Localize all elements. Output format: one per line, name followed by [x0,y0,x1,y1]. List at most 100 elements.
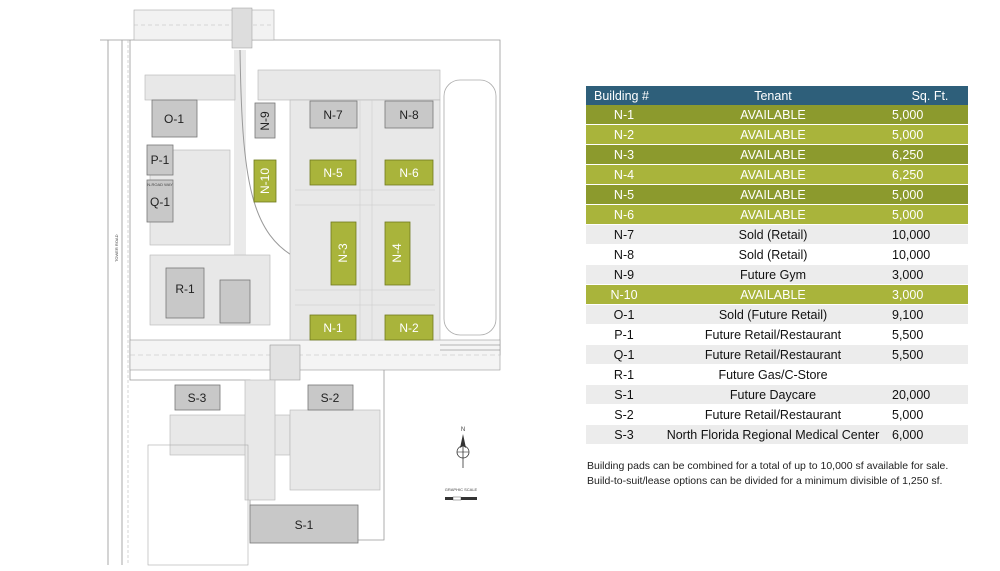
building-n-1: N-1 [309,314,357,341]
cell-sqft [884,364,968,385]
cell-sqft: 3,000 [884,284,968,305]
building-label: N-8 [399,108,419,122]
cell-tenant: AVAILABLE [662,204,884,225]
building-label: N-3 [336,243,350,263]
cell-building: R-1 [586,364,662,385]
building-n-7: N-7 [309,100,358,129]
cell-building: N-1 [586,105,662,125]
cell-building: S-2 [586,404,662,425]
cell-tenant: Future Retail/Restaurant [662,344,884,365]
cell-sqft: 6,250 [884,164,968,185]
building-n-2: N-2 [384,314,434,341]
tower-road-label: TOWER ROAD [114,234,119,262]
cell-tenant: Sold (Retail) [662,224,884,245]
header-sqft: Sq. Ft. [884,86,968,105]
north-arrow-icon: N [456,427,470,468]
building-s-2: S-2 [307,384,354,411]
small-note: N-ROAD WAY [147,182,173,187]
cell-sqft: 5,000 [884,105,968,125]
cell-sqft: 6,250 [884,144,968,165]
cell-sqft: 5,000 [884,184,968,205]
building-label: Q-1 [150,195,170,209]
main-east-west-drive [129,339,501,381]
footnotes: Building pads can be combined for a tota… [587,459,987,489]
building-label: N-6 [399,166,419,180]
cell-sqft: 3,000 [884,264,968,285]
cell-tenant: Future Gas/C-Store [662,364,884,385]
cell-building: N-2 [586,124,662,145]
property-boundary [100,39,501,541]
footnote-divisible: Build-to-suit/lease options can be divid… [587,475,943,487]
graphic-scale-label: GRAPHIC SCALE [445,487,478,492]
cell-building: N-10 [586,284,662,305]
graphic-scale: GRAPHIC SCALE [445,487,478,501]
south-retention-area [147,444,249,566]
building-label: N-7 [323,108,343,122]
cell-sqft: 5,000 [884,404,968,425]
retention-area [443,79,497,336]
cell-sqft: 10,000 [884,224,968,245]
building-label: N-2 [399,321,419,335]
cell-sqft: 5,000 [884,204,968,225]
cell-building: N-8 [586,244,662,265]
cell-building: N-7 [586,224,662,245]
building-s-1: S-1 [249,504,359,544]
cell-tenant: Future Retail/Restaurant [662,404,884,425]
header-tenant: Tenant [662,86,884,105]
cell-tenant: AVAILABLE [662,184,884,205]
parking-stalls [295,100,435,340]
building-n-10: N-10 [253,159,277,203]
cell-sqft: 5,000 [884,124,968,145]
cell-sqft: 5,500 [884,324,968,345]
footnote-combine: Building pads can be combined for a tota… [587,460,949,472]
cell-tenant: Future Daycare [662,384,884,405]
cell-tenant: AVAILABLE [662,144,884,165]
building-n-5: N-5 [309,159,357,186]
site-plan-map: TOWER ROAD [100,7,501,566]
cell-building: N-9 [586,264,662,285]
building-r-1: R-1 [165,267,251,324]
building-label: N-4 [390,243,404,263]
building-n-8: N-8 [384,100,434,129]
cell-tenant: North Florida Regional Medical Center [662,424,884,445]
building-label: P-1 [151,153,170,167]
cell-building: N-5 [586,184,662,205]
building-label: N-1 [323,321,343,335]
cell-tenant: AVAILABLE [662,164,884,185]
building-o-1: O-1 [151,99,198,138]
building-label: S-2 [321,391,340,405]
building-label: S-3 [188,391,207,405]
cell-building: N-3 [586,144,662,165]
building-q-1: N-ROAD WAY Q-1 [146,179,174,223]
building-label: R-1 [175,282,195,296]
building-label: N-10 [258,168,272,194]
cell-sqft: 9,100 [884,304,968,325]
cell-tenant: AVAILABLE [662,124,884,145]
building-n-6: N-6 [384,159,434,186]
north-label: N [461,427,465,433]
cell-sqft: 10,000 [884,244,968,265]
cell-tenant: AVAILABLE [662,105,884,125]
cell-building: N-6 [586,204,662,225]
cell-tenant: AVAILABLE [662,284,884,305]
cell-sqft: 5,500 [884,344,968,365]
building-n-3: N-3 [330,221,357,286]
building-label: S-1 [295,518,314,532]
cell-building: Q-1 [586,344,662,365]
